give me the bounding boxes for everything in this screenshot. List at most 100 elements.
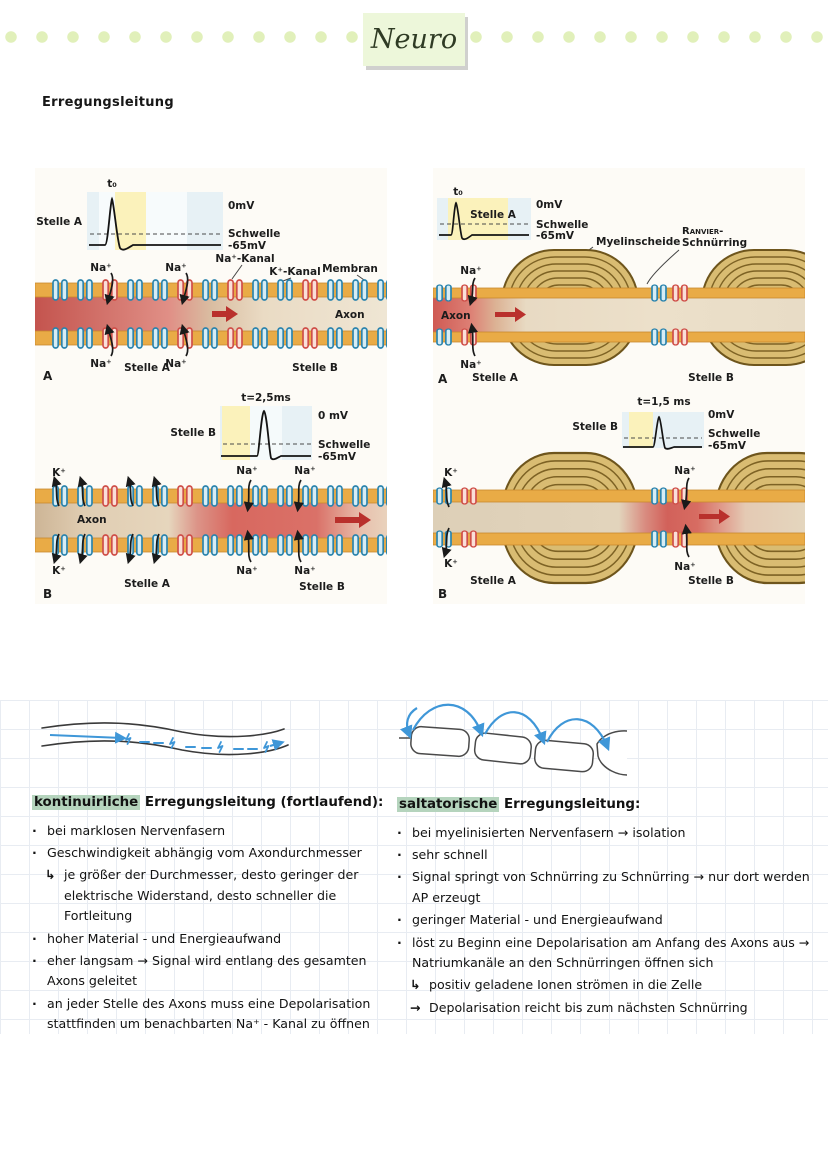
label-na-bottom-2: Na⁺ <box>165 358 186 370</box>
ap-inset-b: t=2,5ms Stelle B 0 mV Schwelle -65mV <box>170 392 370 463</box>
label-na-top-2: Na⁺ <box>294 465 315 477</box>
label-site-b: Stelle B <box>170 427 216 439</box>
label-threshold: Schwelle <box>318 439 370 451</box>
continuous-panel-b: t=2,5ms Stelle B 0 mV Schwelle -65mV <box>35 386 387 604</box>
label-site-b: Stelle B <box>572 421 618 433</box>
bullet: · <box>32 953 37 969</box>
note-text: positiv geladene Ionen strömen in die Ze… <box>429 977 703 993</box>
panel-letter-b: B <box>438 587 447 601</box>
figure-saltatory-conduction: t₀ Stelle A 0mV Schwelle -65mV Myelinsch… <box>433 168 805 604</box>
note-item: ·Signal springt von Schnürring zu Schnür… <box>397 867 817 908</box>
label-threshold: Schwelle <box>228 228 280 240</box>
heading-saltatory: saltatorische Erregungsleitung: <box>397 794 817 816</box>
note-text: löst zu Beginn eine Depolarisation am An… <box>412 934 810 971</box>
bullet: → <box>410 999 421 1015</box>
axon-interior <box>433 298 805 332</box>
ap-curve <box>623 415 702 450</box>
note-text: je größer der Durchmesser, desto geringe… <box>64 867 359 924</box>
bullet: · <box>397 912 402 928</box>
note-item: ↳ je größer der Durchmesser, desto gering… <box>45 865 406 926</box>
membrane-top <box>433 489 805 503</box>
heading-highlight: kontinuirliche <box>32 795 141 810</box>
bullet: · <box>32 930 37 946</box>
caption-site-a: Stelle A <box>470 575 517 587</box>
note-text: hoher Material - und Energieaufwand <box>47 930 282 946</box>
bullet: · <box>32 845 37 861</box>
propagation-arrow <box>699 509 730 524</box>
label-site-a: Stelle A <box>470 209 517 221</box>
caption-site-a: Stelle A <box>124 362 171 374</box>
note-item: · sehr schnell <box>397 845 817 865</box>
axon-interior <box>35 297 387 331</box>
ap-curve <box>221 409 311 461</box>
ap-inset-b: t=1,5 ms Stelle B 0mV Schwelle -65mV <box>572 396 760 452</box>
continuous-panel-a: t₀ Stelle A 0mV Schwelle -65mV Na⁺-Kanal… <box>35 168 387 386</box>
sketch-continuous-axon <box>41 722 289 756</box>
axon-interior <box>35 503 387 538</box>
bullet: · <box>397 847 402 863</box>
propagation-arrow <box>495 307 526 322</box>
ion-arrows <box>441 476 692 559</box>
label-ranvier-2: Schnürring <box>682 237 747 249</box>
label-na-top-1: Na⁺ <box>90 262 111 274</box>
membrane-top <box>433 287 805 299</box>
label-0mv: 0mV <box>708 409 735 421</box>
label-na-bottom-2: Na⁺ <box>294 565 315 577</box>
bullet: ↳ <box>410 977 421 993</box>
label-resting: -65mV <box>318 451 357 463</box>
bullet: ↳ <box>45 867 56 883</box>
note-item: ·bei myelinisierten Nervenfasern → isola… <box>397 823 817 843</box>
label-resting: -65mV <box>708 440 747 452</box>
subject-badge: Neuro <box>363 13 465 66</box>
signal-marks <box>49 731 285 753</box>
label-resting: -65mV <box>536 230 575 242</box>
label-resting: -65mV <box>228 240 267 252</box>
caption-site-b: Stelle B <box>292 362 338 374</box>
label-na-top: Na⁺ <box>674 465 695 477</box>
bullet: · <box>32 995 37 1011</box>
ap-inset-a: t₀ Stelle A 0mV Schwelle -65mV <box>36 178 280 252</box>
figure-continuous-conduction: t₀ Stelle A 0mV Schwelle -65mV Na⁺-Kanal… <box>35 168 387 604</box>
caption-site-b: Stelle B <box>688 575 734 587</box>
ap-curve <box>89 196 221 251</box>
saltatory-panel-a: t₀ Stelle A 0mV Schwelle -65mV Myelinsch… <box>433 168 805 386</box>
ion-arrows <box>104 272 190 357</box>
saltatory-panel-b: t=1,5 ms Stelle B 0mV Schwelle -65mV <box>433 386 805 604</box>
jump-arrows <box>400 703 611 752</box>
panel-letter-a: A <box>438 372 448 386</box>
note-item: · eher langsam → Signal wird entlang des … <box>32 951 406 992</box>
label-t0: t₀ <box>453 186 463 198</box>
label-membrane: Membran <box>322 263 378 275</box>
note-text: eher langsam → Signal wird entlang des g… <box>47 953 367 989</box>
note-text: Signal springt von Schnürring zu Schnürr… <box>412 869 810 905</box>
subject-badge-label: Neuro <box>370 24 458 55</box>
label-na-bottom: Na⁺ <box>674 561 695 573</box>
label-k-top: K⁺ <box>52 467 66 479</box>
sketch-saltatory-axon <box>399 703 627 776</box>
bullet: · <box>397 934 402 950</box>
label-k-bottom: K⁺ <box>52 565 66 577</box>
label-threshold: Schwelle <box>708 428 760 440</box>
heading-highlight: saltatorische <box>397 797 500 812</box>
label-t0: t₀ <box>107 178 117 190</box>
ap-inset-a: t₀ Stelle A 0mV Schwelle -65mV <box>437 186 588 242</box>
label-0mv: 0 mV <box>318 410 349 422</box>
label-t25: t=2,5ms <box>241 392 291 404</box>
note-item: ·bei marklosen Nervenfasern <box>32 821 406 841</box>
label-site-a: Stelle A <box>36 216 83 228</box>
label-0mv: 0mV <box>228 200 255 212</box>
note-text: Geschwindigkeit abhängig vom Axondurchme… <box>47 845 362 861</box>
bullet: · <box>397 824 402 840</box>
note-text: sehr schnell <box>412 847 488 863</box>
myelin-segments <box>399 725 627 776</box>
label-na-bottom: Na⁺ <box>460 359 481 371</box>
note-item: ↳ positiv geladene Ionen strömen in die Z… <box>410 975 817 995</box>
caption-site-b: Stelle B <box>299 581 345 593</box>
heading-rest: Erregungsleitung (fortlaufend): <box>140 795 384 810</box>
note-item: · löst zu Beginn eine Depolarisation am A… <box>397 933 817 974</box>
structure-labels: Na⁺-Kanal K⁺-Kanal Membran <box>215 253 378 283</box>
note-text: geringer Material - und Energieaufwand <box>412 912 663 928</box>
label-na-bottom-1: Na⁺ <box>236 565 257 577</box>
note-item: · hoher Material - und Energieaufwand <box>32 929 406 949</box>
label-threshold: Schwelle <box>536 219 588 231</box>
